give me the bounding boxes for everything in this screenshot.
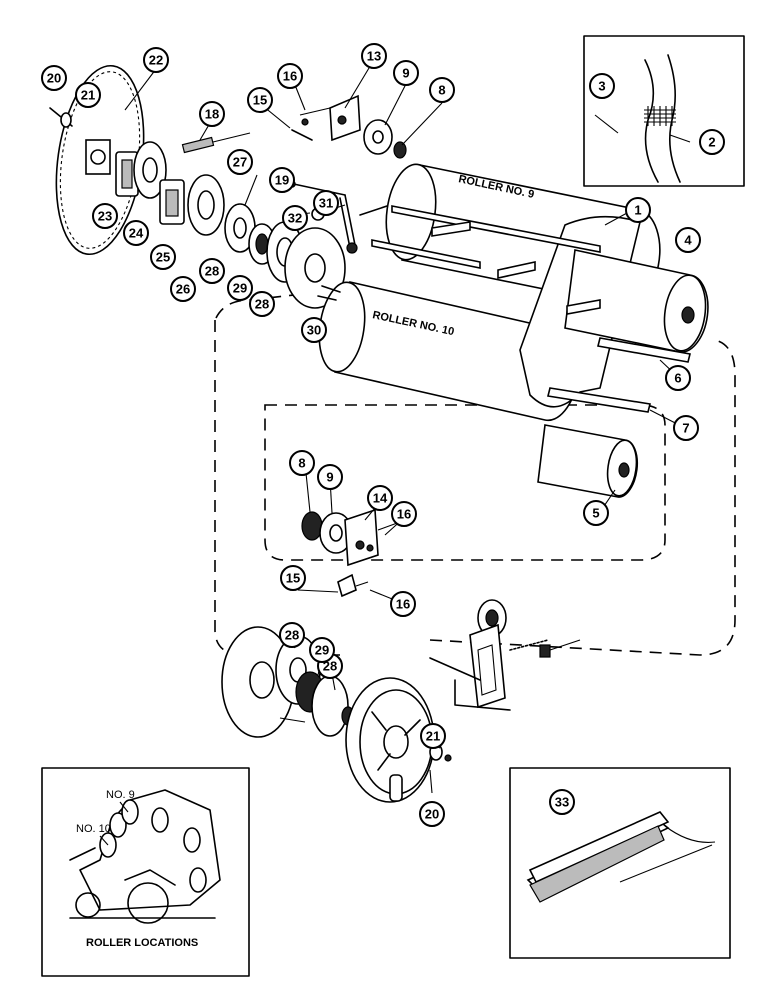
inset-no10-label: NO. 10 <box>76 823 111 835</box>
callout-9: 9 <box>317 464 343 490</box>
inset-scraper-33 <box>509 767 731 959</box>
callout-number: 28 <box>255 297 269 312</box>
callout-number: 20 <box>47 71 61 86</box>
callout-20: 20 <box>41 65 67 91</box>
roller-5 <box>537 424 639 498</box>
inset-caption: ROLLER LOCATIONS <box>86 937 198 949</box>
lower-flange-pulley <box>221 626 452 803</box>
callout-number: 31 <box>319 196 333 211</box>
callout-number: 21 <box>81 88 95 103</box>
callout-15: 15 <box>280 565 306 591</box>
inset-roller-locations: NO. 9 NO. 10 ROLLER LOCATIONS <box>41 767 250 977</box>
callout-number: 22 <box>149 53 163 68</box>
callout-33: 33 <box>549 789 575 815</box>
key-pin <box>181 132 251 154</box>
callout-layer: 1234567889913141515161616181920202121222… <box>41 43 725 827</box>
callout-number: 19 <box>275 173 289 188</box>
callout-6: 6 <box>665 365 691 391</box>
callout-21: 21 <box>75 82 101 108</box>
callout-14: 14 <box>367 485 393 511</box>
hub-bearing-stack <box>115 141 225 236</box>
callout-number: 20 <box>425 807 439 822</box>
callout-3: 3 <box>589 73 615 99</box>
callout-8: 8 <box>289 450 315 476</box>
callout-20: 20 <box>419 801 445 827</box>
callout-21: 21 <box>420 723 446 749</box>
callout-number: 32 <box>288 211 302 226</box>
callout-number: 2 <box>708 135 715 150</box>
callout-28: 28 <box>199 258 225 284</box>
callout-number: 28 <box>323 659 337 674</box>
callout-2: 2 <box>699 129 725 155</box>
callout-number: 4 <box>684 233 692 248</box>
callout-27: 27 <box>227 149 253 175</box>
callout-number: 16 <box>396 597 410 612</box>
callout-number: 13 <box>367 49 381 64</box>
callout-number: 9 <box>326 470 333 485</box>
callout-number: 25 <box>156 250 170 265</box>
callout-number: 28 <box>285 628 299 643</box>
callout-13: 13 <box>361 43 387 69</box>
callout-number: 6 <box>674 371 681 386</box>
callout-number: 9 <box>402 66 409 81</box>
callout-number: 27 <box>233 155 247 170</box>
callout-16: 16 <box>277 63 303 89</box>
callout-number: 30 <box>307 323 321 338</box>
bolt-and-washer-20-21 <box>49 107 73 128</box>
callout-28: 28 <box>279 622 305 648</box>
callout-number: 28 <box>205 264 219 279</box>
callout-number: 3 <box>598 79 605 94</box>
callout-29: 29 <box>309 637 335 663</box>
bearing-bracket-lower <box>301 508 401 598</box>
callout-4: 4 <box>675 227 701 253</box>
callout-18: 18 <box>199 101 225 127</box>
callout-25: 25 <box>150 244 176 270</box>
inset-no9-label: NO. 9 <box>106 789 135 801</box>
roller-4 <box>564 249 709 353</box>
callout-number: 33 <box>555 795 569 810</box>
callout-number: 7 <box>682 421 689 436</box>
callout-15: 15 <box>247 87 273 113</box>
lower-roller-boundary <box>264 404 666 561</box>
callout-number: 16 <box>283 69 297 84</box>
callout-number: 21 <box>426 729 440 744</box>
callout-22: 22 <box>143 47 169 73</box>
callout-number: 29 <box>315 643 329 658</box>
callout-number: 5 <box>592 506 599 521</box>
callout-number: 29 <box>233 281 247 296</box>
callout-7: 7 <box>673 415 699 441</box>
callout-19: 19 <box>269 167 295 193</box>
callout-number: 14 <box>373 491 388 506</box>
callout-number: 1 <box>634 203 641 218</box>
callout-number: 15 <box>253 93 267 108</box>
callout-number: 24 <box>129 226 144 241</box>
callout-8: 8 <box>429 77 455 103</box>
callout-number: 26 <box>176 282 190 297</box>
callout-16: 16 <box>390 591 416 617</box>
callout-number: 8 <box>438 83 445 98</box>
callout-16: 16 <box>391 501 417 527</box>
callout-30: 30 <box>301 317 327 343</box>
callout-number: 18 <box>205 107 219 122</box>
callout-1: 1 <box>625 197 651 223</box>
callout-9: 9 <box>393 60 419 86</box>
callout-number: 16 <box>397 507 411 522</box>
callout-29: 29 <box>227 275 253 301</box>
callout-24: 24 <box>123 220 149 246</box>
scraper-bars <box>371 205 691 413</box>
bearing-bracket-upper <box>291 94 407 159</box>
callout-23: 23 <box>92 203 118 229</box>
callout-32: 32 <box>282 205 308 231</box>
callout-number: 23 <box>98 209 112 224</box>
callout-number: 8 <box>298 456 305 471</box>
callout-26: 26 <box>170 276 196 302</box>
callout-28: 28 <box>249 291 275 317</box>
callout-5: 5 <box>583 500 609 526</box>
inset-belt-splice <box>583 35 745 187</box>
callout-number: 15 <box>286 571 300 586</box>
callout-31: 31 <box>313 190 339 216</box>
idler-tensioner <box>429 599 581 711</box>
